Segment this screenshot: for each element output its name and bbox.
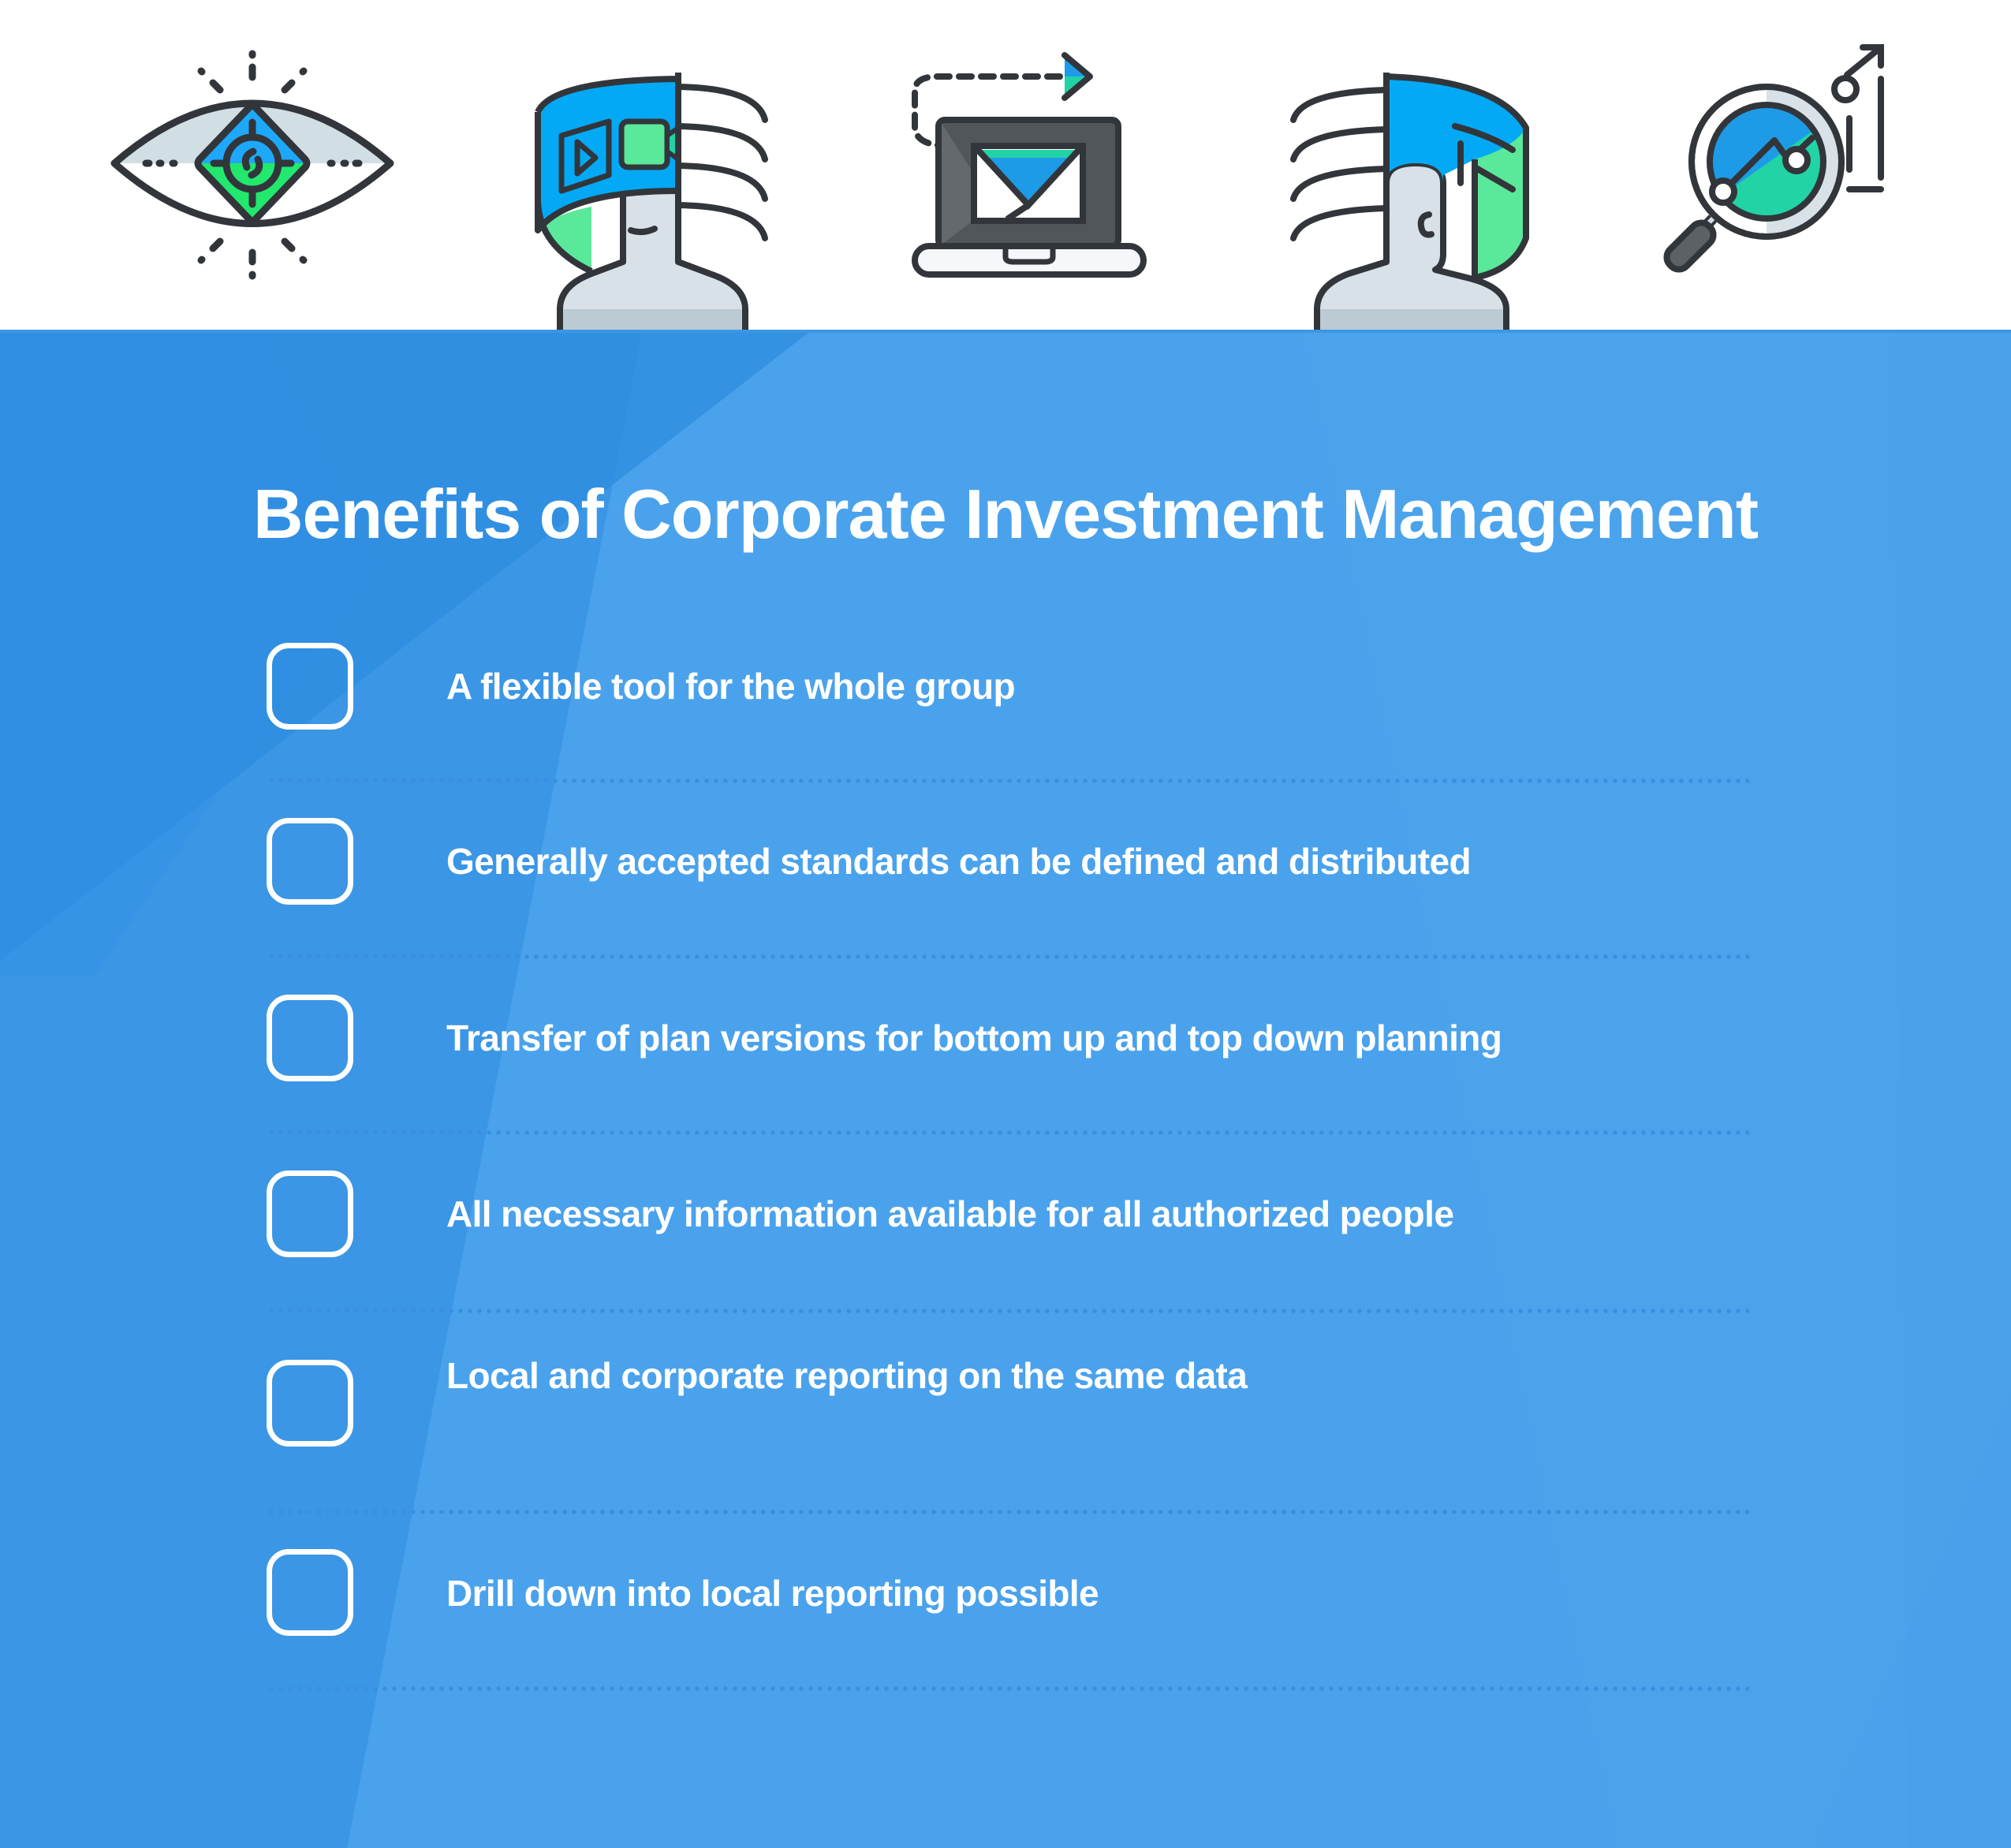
benefits-panel: Benefits of Corporate Investment Managem… [0, 330, 2011, 1848]
item-label: A flexible tool for the whole group [446, 666, 1016, 707]
checkbox[interactable] [267, 818, 353, 905]
checkbox[interactable] [267, 1360, 353, 1447]
checkbox[interactable] [267, 1549, 353, 1636]
eye-target-icon [110, 50, 394, 280]
item-label: Generally accepted standards can be defi… [446, 841, 1472, 882]
item-label: Transfer of plan versions for bottom up … [446, 1017, 1502, 1058]
dotted-divider [267, 1686, 1749, 1691]
checkbox[interactable] [267, 1170, 353, 1257]
vr-headset-person-icon [535, 73, 768, 330]
checkbox[interactable] [267, 643, 353, 730]
vr-person-screen-icon [1290, 73, 1529, 330]
dotted-divider [267, 1130, 1749, 1135]
panel-top-border [0, 330, 2011, 333]
item-label: Drill down into local reporting possible [446, 1573, 1099, 1614]
dotted-divider [267, 1510, 1749, 1514]
dotted-divider [267, 1309, 1749, 1313]
laptop-email-send-icon [912, 52, 1147, 278]
page-title: Benefits of Corporate Investment Managem… [253, 474, 1759, 553]
dotted-divider [267, 954, 1749, 959]
icon-header [0, 0, 2011, 330]
dotted-divider [267, 778, 1749, 783]
item-label: All necessary information available for … [446, 1193, 1454, 1234]
item-label: Local and corporate reporting on the sam… [446, 1355, 1248, 1396]
magnifier-chart-icon [1663, 44, 1884, 273]
background-shapes [0, 330, 2011, 1848]
checkbox[interactable] [267, 995, 353, 1081]
